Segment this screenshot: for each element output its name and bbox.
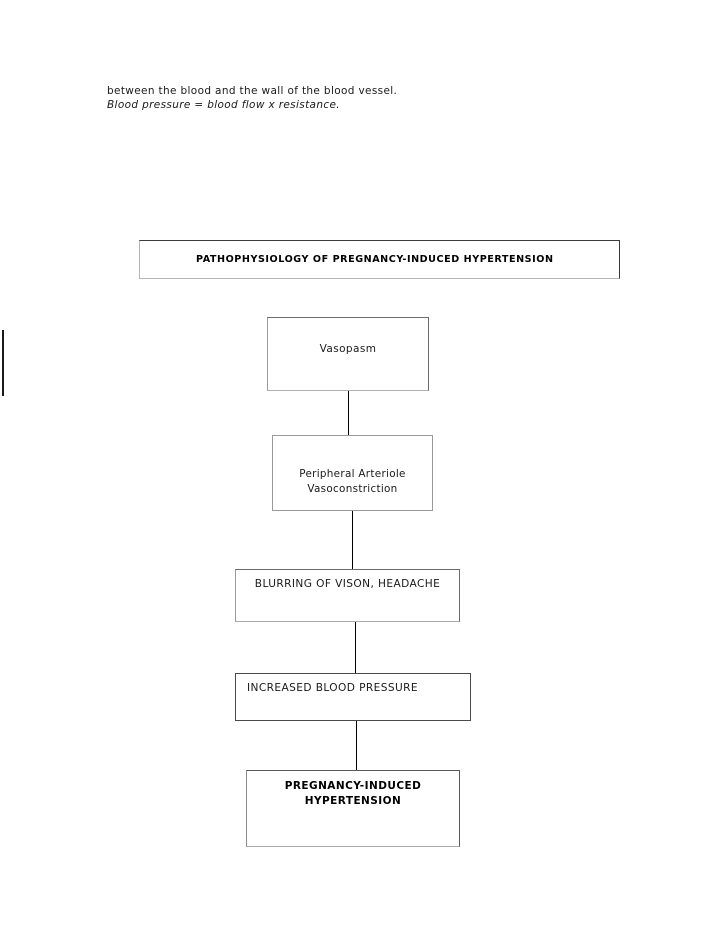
flowchart-node-vasospasm: Vasopasm: [267, 317, 429, 391]
intro-line-2-formula: Blood pressure = blood flow x resistance…: [107, 99, 340, 112]
flowchart-connector-vasospasm-to-arteriole: [348, 391, 349, 436]
flowchart-node-label: Peripheral Arteriole Vasoconstriction: [299, 468, 406, 495]
title-banner: PATHOPHYSIOLOGY OF PREGNANCY-INDUCED HYP…: [139, 240, 620, 279]
page-title: PATHOPHYSIOLOGY OF PREGNANCY-INDUCED HYP…: [196, 254, 554, 265]
intro-line-1: between the blood and the wall of the bl…: [107, 85, 398, 97]
flowchart-node-label: INCREASED BLOOD PRESSURE: [247, 682, 418, 694]
scan-edge-artifact: [2, 330, 4, 396]
flowchart-node-blurring-of-vison-headache: BLURRING OF VISON, HEADACHE: [235, 569, 460, 622]
flowchart-node-label: PREGNANCY-INDUCED HYPERTENSION: [284, 780, 422, 807]
intro-paragraph: between the blood and the wall of the bl…: [107, 84, 627, 112]
flowchart-connector-increased-bp-to-pih: [356, 721, 357, 771]
flowchart-connector-blurring-to-increased-bp: [355, 622, 356, 674]
flowchart-node-increased-blood-pressure: INCREASED BLOOD PRESSURE: [235, 673, 471, 721]
flowchart-node-pregnancy-induced-hypertension: PREGNANCY-INDUCED HYPERTENSION: [246, 770, 460, 847]
flowchart-connector-arteriole-to-blurring: [352, 511, 353, 570]
flowchart-node-label: BLURRING OF VISON, HEADACHE: [254, 578, 441, 590]
flowchart-node-label: Vasopasm: [319, 343, 377, 355]
flowchart-node-peripheral-arteriole-vasoconstriction: Peripheral Arteriole Vasoconstriction: [272, 435, 433, 511]
